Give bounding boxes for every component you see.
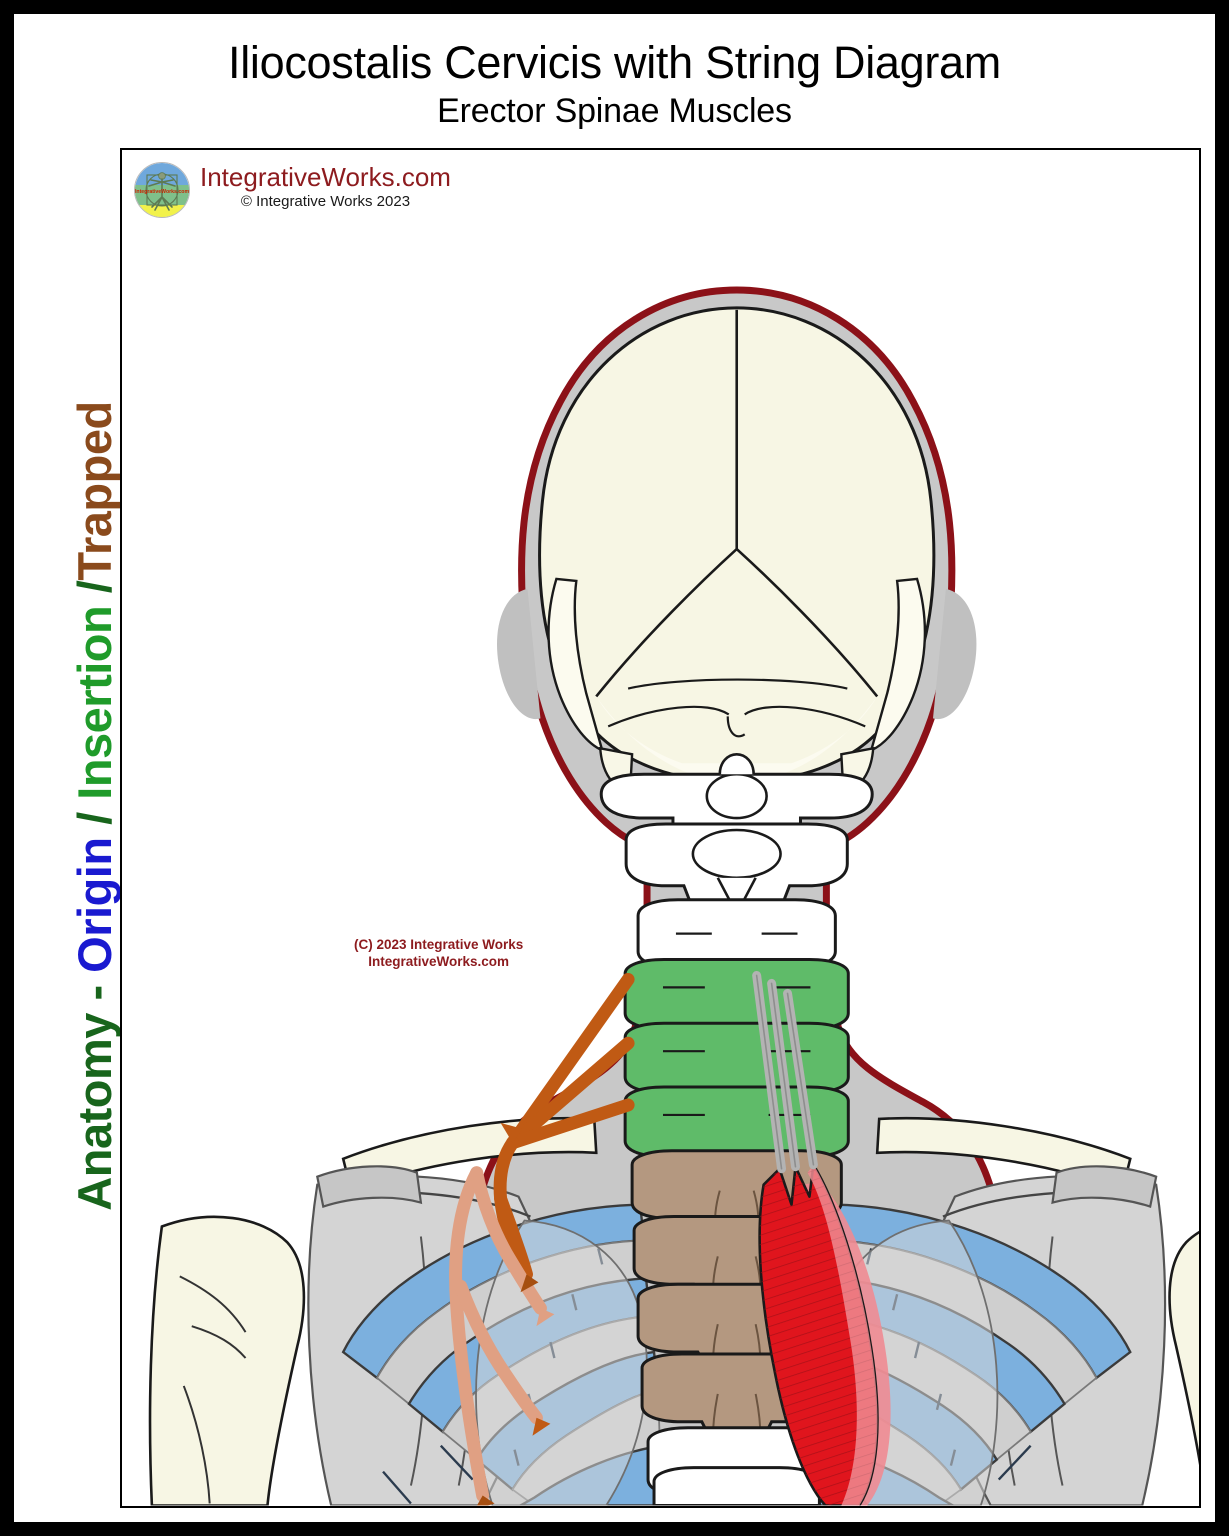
caption-segment-insertion: Insertion <box>68 605 121 800</box>
cervical-vertebrae-green-insertion <box>623 958 850 1175</box>
caption-segment-slash-1: / <box>68 799 121 838</box>
anatomy-illustration-panel: IntegrativeWorks.com IntegrativeWorks.co… <box>120 148 1201 1508</box>
page-title: Iliocostalis Cervicis with String Diagra… <box>228 37 1001 88</box>
skull <box>538 306 936 792</box>
caption-segment-slash-2: / <box>68 580 121 606</box>
tendon-strings-gray <box>752 970 818 1174</box>
title-block: Iliocostalis Cervicis with String Diagra… <box>14 36 1215 132</box>
iliocostalis-cervicis-muscle <box>758 1163 891 1506</box>
cervical-vertebrae-upper <box>599 752 874 977</box>
page-canvas: Iliocostalis Cervicis with String Diagra… <box>14 14 1215 1522</box>
side-caption: Anatomy - Origin / Insertion /Trapped <box>64 316 126 1296</box>
rib-cage <box>341 1203 1132 1506</box>
caption-segment-trapped: Trapped <box>68 401 121 581</box>
caption-segment-anatomy: Anatomy <box>68 1013 121 1211</box>
caption-segment-dash: - <box>68 972 121 1014</box>
caption-segment-origin: Origin <box>68 837 121 973</box>
anatomy-illustration <box>148 286 1199 1506</box>
string-diagram-orange <box>449 972 635 1506</box>
page-subtitle: Erector Spinae Muscles <box>437 92 792 130</box>
